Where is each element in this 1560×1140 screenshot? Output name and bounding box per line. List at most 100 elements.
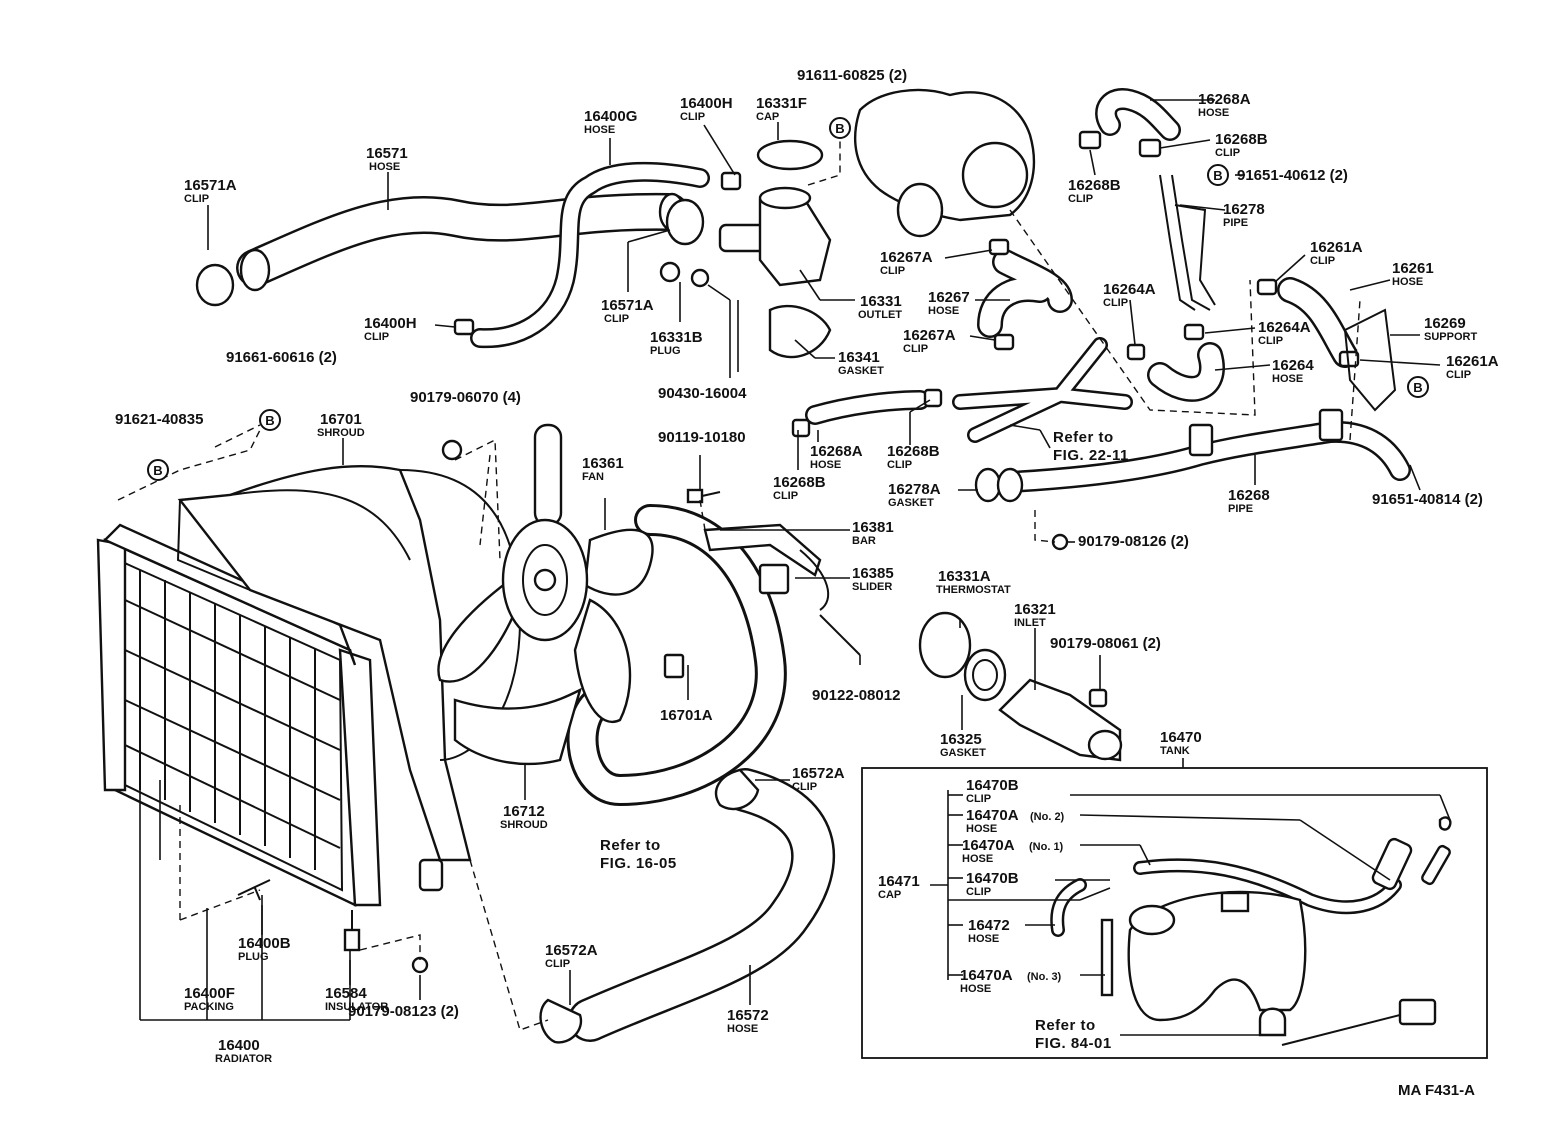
hose-16400G: [470, 161, 710, 349]
b-marker-3: B: [147, 459, 169, 481]
b-marker-4: B: [1207, 164, 1229, 186]
svg-text:16268: 16268: [1228, 487, 1270, 504]
svg-text:B: B: [265, 413, 274, 428]
b-marker-1: B: [829, 117, 851, 139]
svg-text:CLIP: CLIP: [184, 193, 209, 205]
bolt-labels: 91611-60825 (2) 91661-60616 (2) 91621-40…: [115, 67, 1483, 1020]
svg-text:(No. 3): (No. 3): [1027, 971, 1062, 983]
svg-text:16701: 16701: [320, 411, 362, 428]
ref-fig-22-11: Refer to FIG. 22-11: [1053, 429, 1128, 464]
svg-text:16325: 16325: [940, 731, 982, 748]
svg-text:PLUG: PLUG: [238, 951, 269, 963]
tank-16470: [1127, 890, 1307, 1037]
fan-16361: [437, 423, 654, 723]
svg-text:B: B: [835, 121, 844, 136]
svg-text:PIPE: PIPE: [1228, 503, 1253, 515]
bolt-91651-40612: 91651-40612 (2): [1237, 167, 1348, 184]
svg-text:16400H: 16400H: [680, 95, 733, 112]
svg-text:16470: 16470: [1160, 729, 1202, 746]
svg-text:16268B: 16268B: [1068, 177, 1121, 194]
svg-text:THERMOSTAT: THERMOSTAT: [936, 584, 1011, 596]
pipe-16278: [1159, 174, 1216, 311]
svg-text:Refer to: Refer to: [600, 837, 661, 854]
hose-16264: [1147, 342, 1225, 402]
svg-text:16268A: 16268A: [1198, 91, 1251, 108]
svg-text:HOSE: HOSE: [968, 933, 999, 945]
bolt-90179-08126: 90179-08126 (2): [1078, 533, 1189, 550]
b-marker-5: B: [1407, 376, 1429, 398]
radiator-lower-tube: [566, 504, 787, 806]
bolt-91651-40814: 91651-40814 (2): [1372, 491, 1483, 508]
svg-text:FAN: FAN: [582, 471, 604, 483]
svg-text:16331: 16331: [860, 293, 902, 310]
svg-text:16268B: 16268B: [887, 443, 940, 460]
svg-text:16471: 16471: [878, 873, 920, 890]
svg-text:CLIP: CLIP: [1103, 297, 1128, 309]
svg-text:CAP: CAP: [756, 111, 779, 123]
bolt-91621: 91621-40835: [115, 411, 203, 428]
inlet-16321: [998, 678, 1123, 762]
label-16470A-no3: 16470A(No. 3)HOSE: [960, 967, 1062, 995]
svg-text:16712: 16712: [503, 803, 545, 820]
svg-text:16472: 16472: [968, 917, 1010, 934]
svg-text:16267A: 16267A: [903, 327, 956, 344]
svg-text:HOSE: HOSE: [369, 161, 400, 173]
radiator: [96, 523, 444, 907]
svg-text:CLIP: CLIP: [966, 793, 991, 805]
svg-text:16264: 16264: [1272, 357, 1314, 374]
svg-text:16470B: 16470B: [966, 870, 1019, 887]
svg-text:B: B: [1213, 168, 1222, 183]
figure-code: MA F431-A: [1398, 1082, 1475, 1099]
svg-text:CAP: CAP: [878, 889, 901, 901]
svg-text:16571A: 16571A: [184, 177, 237, 194]
svg-text:SLIDER: SLIDER: [852, 581, 892, 593]
svg-text:16278: 16278: [1223, 201, 1265, 218]
svg-text:(No. 1): (No. 1): [1029, 841, 1064, 853]
small-hardware: [195, 130, 1452, 1044]
b-marker-2: B: [259, 409, 281, 431]
bolt-91611: 91611-60825 (2): [797, 67, 907, 84]
svg-text:16278A: 16278A: [888, 481, 941, 498]
svg-text:16267: 16267: [928, 289, 970, 306]
water-outlet-16331: [718, 139, 832, 359]
label-16470A-no2: 16470A(No. 2)HOSE: [966, 807, 1065, 835]
bolt-90122: 90122-08012: [812, 687, 900, 704]
bolt-90179-06070: 90179-06070 (4): [410, 389, 521, 406]
svg-text:16264A: 16264A: [1103, 281, 1156, 298]
svg-text:SHROUD: SHROUD: [500, 819, 548, 831]
svg-text:16321: 16321: [1014, 601, 1056, 618]
svg-text:16331F: 16331F: [756, 95, 807, 112]
svg-text:16572: 16572: [727, 1007, 769, 1024]
hose-16571: [236, 192, 689, 292]
svg-text:16400: 16400: [218, 1037, 260, 1054]
svg-text:16261A: 16261A: [1446, 353, 1499, 370]
svg-text:CLIP: CLIP: [604, 313, 629, 325]
svg-text:CLIP: CLIP: [1215, 147, 1240, 159]
svg-text:HOSE: HOSE: [1198, 107, 1229, 119]
svg-text:GASKET: GASKET: [838, 365, 884, 377]
svg-text:16571A: 16571A: [601, 297, 654, 314]
svg-text:CLIP: CLIP: [887, 459, 912, 471]
tank-group-frame: [861, 767, 1488, 1059]
